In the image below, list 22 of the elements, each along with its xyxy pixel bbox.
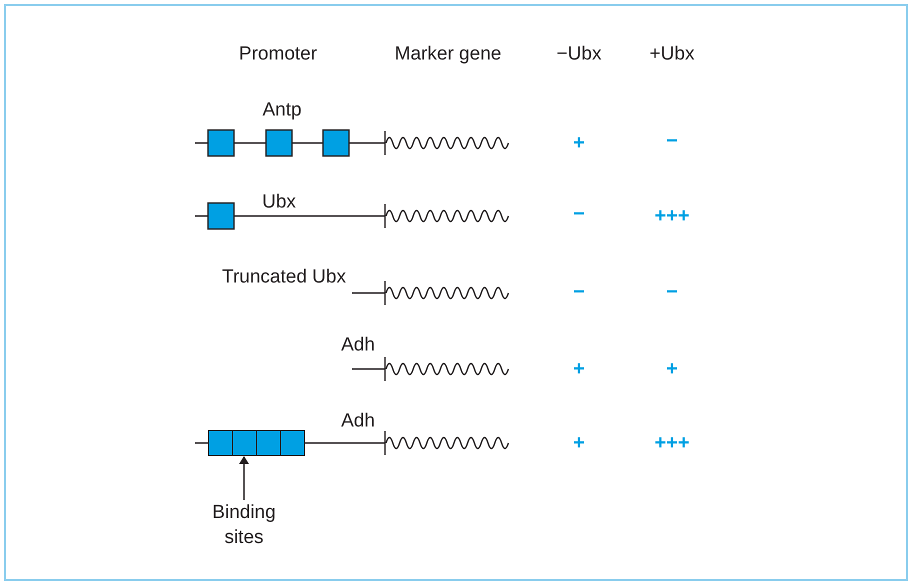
label-text: Ubx [262, 192, 296, 212]
expression-level: + [573, 433, 585, 453]
expression-level: + [573, 359, 585, 379]
expression-level: − [573, 204, 585, 224]
label-text: −Ubx [556, 44, 602, 64]
expression-level: − [573, 282, 585, 302]
label-text: +Ubx [650, 44, 694, 64]
label-text: Adh [341, 336, 375, 354]
label-text: Truncated Ubx [222, 268, 346, 286]
label-text: Promoter [238, 44, 318, 64]
annotation-text: Binding sites [194, 500, 294, 550]
label-text: Adh [341, 412, 375, 430]
expression-level: +++ [654, 206, 690, 226]
expression-level: − [666, 131, 678, 151]
expression-level: + [666, 359, 678, 379]
expression-level: − [666, 282, 678, 302]
expression-level: +++ [654, 433, 690, 453]
label-text: Marker gene [394, 44, 502, 64]
label-text: Antp [262, 100, 302, 120]
binding-site-boxes [208, 430, 305, 456]
leader-arrow [239, 456, 249, 500]
expression-level: + [573, 133, 585, 153]
